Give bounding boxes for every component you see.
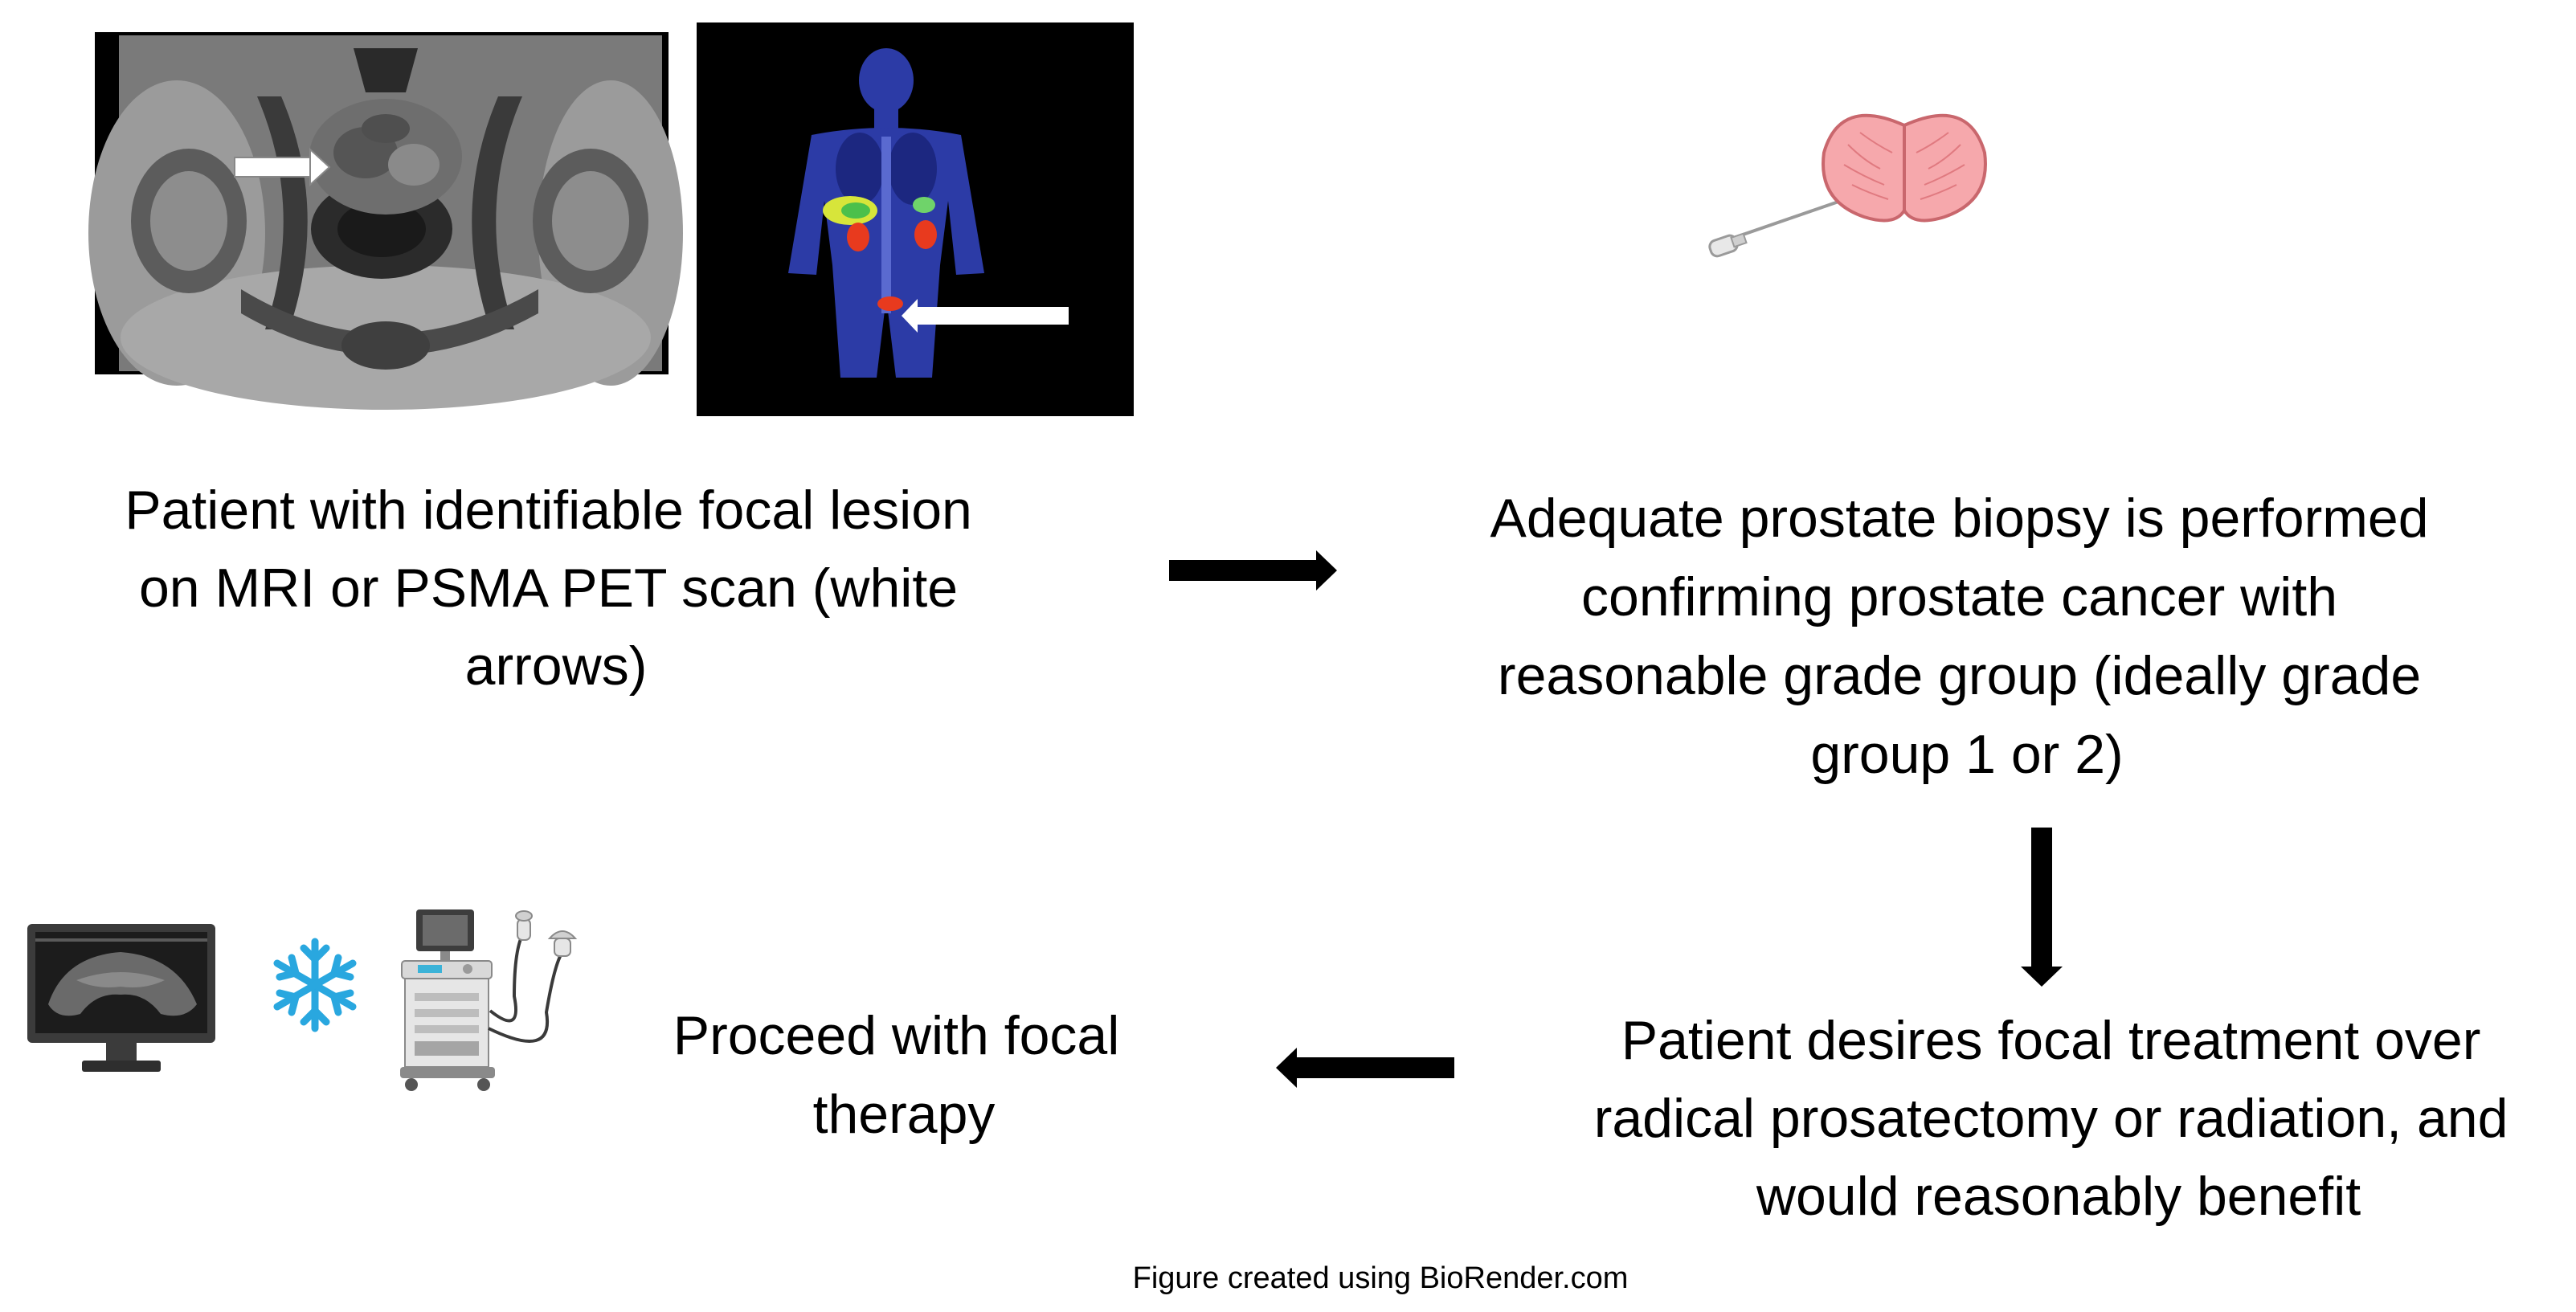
step-biopsy-text: Adequate prostate biopsy is performed co… <box>1490 488 2444 785</box>
step-lesion-line-2: on MRI or PSMA PET scan (white <box>139 558 958 619</box>
arrow-biopsy-to-desire <box>2021 828 2063 987</box>
step-desire-line-3: would reasonably benefit <box>1756 1166 2361 1227</box>
snowflake-icon <box>273 938 357 1032</box>
figure-credit: Figure created using BioRender.com <box>1133 1261 1629 1295</box>
step-therapy-line-1: Proceed with focal <box>673 1005 1120 1066</box>
step-therapy-line-2: therapy <box>813 1084 996 1145</box>
step-lesion-line-3: arrows) <box>465 636 648 697</box>
step-biopsy-line-3: reasonable grade group (ideally grade <box>1498 645 2421 706</box>
mri-scan-image <box>88 32 683 410</box>
step-desire-line-1: Patient desires focal treatment over <box>1621 1010 2481 1071</box>
step-biopsy-line-1: Adequate prostate biopsy is performed <box>1490 488 2429 549</box>
monitor-icon <box>27 924 215 1072</box>
arrow-desire-to-therapy <box>1276 1048 1454 1088</box>
psma-pet-scan-image <box>697 22 1134 416</box>
step-biopsy-line-4: group 1 or 2) <box>1810 724 2123 785</box>
step-biopsy-line-2: confirming prostate cancer with <box>1581 566 2337 627</box>
step-lesion-text: Patient with identifiable focal lesion o… <box>125 480 987 697</box>
ultrasound-machine-icon <box>400 909 578 1091</box>
step-lesion-line-1: Patient with identifiable focal lesion <box>125 480 972 541</box>
step-desire-text: Patient desires focal treatment over rad… <box>1594 1010 2524 1227</box>
step-therapy-text: Proceed with focal therapy <box>673 1005 1135 1145</box>
prostate-biopsy-icon <box>1708 113 1987 258</box>
arrow-lesion-to-biopsy <box>1169 550 1337 591</box>
step-desire-line-2: radical prosatectomy or radiation, and <box>1594 1088 2509 1149</box>
